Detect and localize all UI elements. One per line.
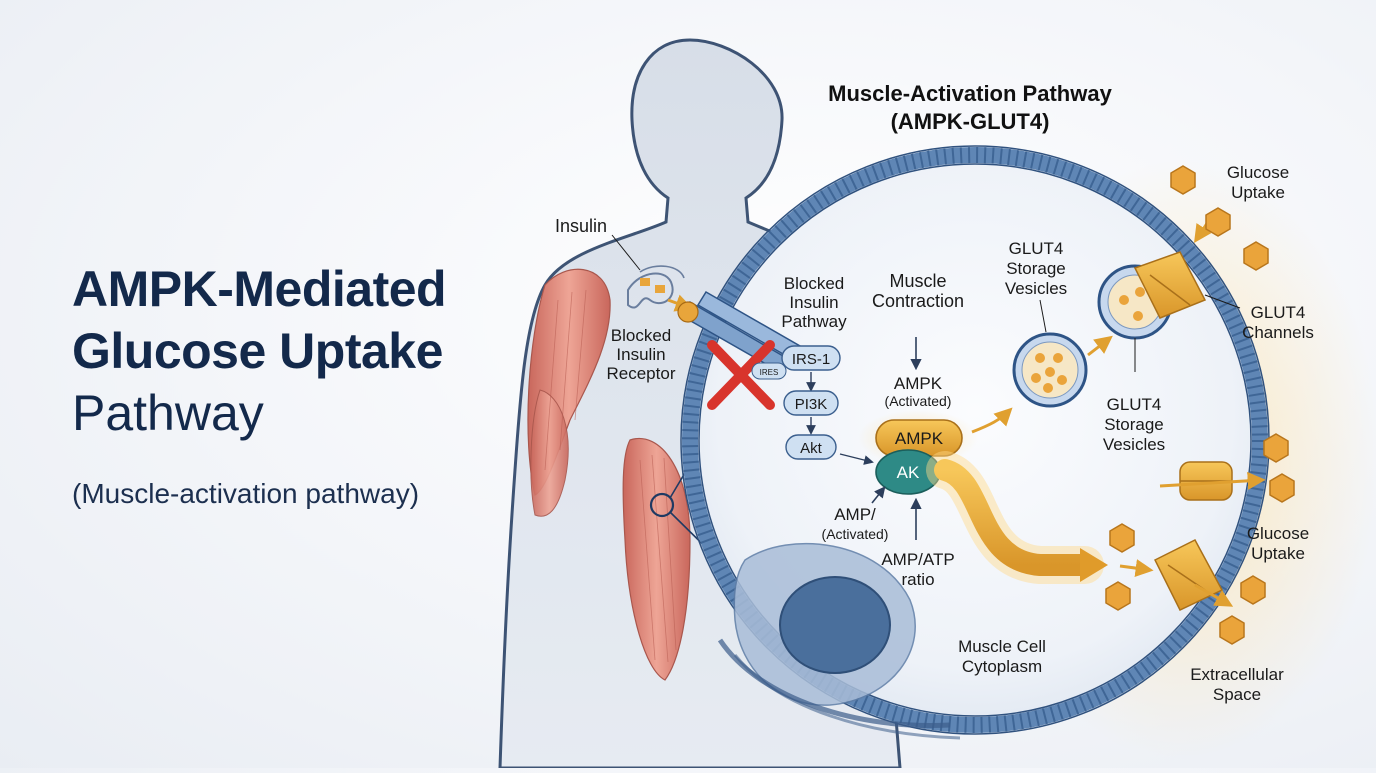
block-x-icon: [707, 340, 775, 410]
ampk-complex: AMPK AK: [858, 410, 978, 495]
ak-label: AK: [897, 463, 920, 482]
glut4-channels-label-2: Channels: [1242, 323, 1314, 342]
zoom-circle: [649, 492, 675, 518]
extracellular-label-1: Extracellular: [1190, 665, 1284, 684]
glut4-storage-mid-1: GLUT4: [1107, 395, 1162, 414]
insulin-label: Insulin: [555, 216, 607, 236]
signaling-chain: IRES IRS-1 PI3K Akt: [751, 345, 874, 465]
blocked-receptor-label-1: Blocked: [611, 326, 671, 345]
akt-pill: [785, 434, 837, 460]
amp-label: AMP/: [834, 505, 876, 524]
cytoplasm-label-1: Muscle Cell: [958, 637, 1046, 656]
header-line-2: (AMPK-GLUT4): [891, 109, 1050, 134]
extracellular-label-2: Space: [1213, 685, 1261, 704]
glucose-uptake-mid-1: Glucose: [1247, 524, 1309, 543]
glut4-channels-label-1: GLUT4: [1251, 303, 1306, 322]
hexagon-icon: [1170, 165, 1196, 195]
amp-atp-label-2: ratio: [901, 570, 934, 589]
glucose-uptake-top-1: Glucose: [1227, 163, 1289, 182]
irs1-label: IRS-1: [792, 351, 830, 368]
title-line-1: AMPK-Mediated: [72, 261, 447, 317]
ampk-activated-sub: (Activated): [885, 393, 952, 409]
akt-label: Akt: [800, 440, 823, 457]
blocked-pathway-label-2: Insulin: [789, 293, 838, 312]
hexagon-icon: [1243, 241, 1269, 271]
amp-sub-label: (Activated): [822, 526, 889, 542]
subtitle: (Muscle-activation pathway): [72, 478, 420, 509]
glucose-uptake-mid-2: Uptake: [1251, 544, 1305, 563]
muscle-contraction-label-1: Muscle: [889, 271, 946, 291]
irs1-pill: [781, 345, 841, 371]
title-line-2: Glucose Uptake: [72, 323, 443, 379]
hexagon-icon: [1105, 581, 1131, 611]
blocked-receptor-label-3: Receptor: [607, 364, 676, 383]
pi3k-pill: [783, 390, 839, 416]
blocked-pathway-label-3: Pathway: [781, 312, 847, 331]
glut4-channel-top: [1133, 251, 1207, 319]
blocked-pathway-label-1: Blocked: [784, 274, 844, 293]
nucleus: [779, 576, 891, 674]
title-line-3: Pathway: [72, 385, 264, 441]
cytoplasm-label-2: Cytoplasm: [962, 657, 1042, 676]
glut4-storage-top-1: GLUT4: [1009, 239, 1064, 258]
glut4-storage-top-3: Vesicles: [1005, 279, 1067, 298]
blocked-receptor-label-2: Insulin: [616, 345, 665, 364]
amp-atp-label-1: AMP/ATP: [881, 550, 954, 569]
hexagon-icon: [1205, 207, 1231, 237]
glut4-storage-top-2: Storage: [1006, 259, 1066, 278]
ampk-flow-arrow: [926, 451, 1108, 584]
hexagon-icon: [1219, 615, 1245, 645]
hexagon-icon: [1109, 523, 1135, 553]
pi3k-label: PI3K: [795, 396, 828, 413]
ires-label: IRES: [760, 368, 779, 377]
glut4-storage-mid-2: Storage: [1104, 415, 1164, 434]
glucose-uptake-top-2: Uptake: [1231, 183, 1285, 202]
hexagon-icon: [1240, 575, 1266, 605]
muscle-contraction-label-2: Contraction: [872, 291, 964, 311]
glut4-storage-mid-3: Vesicles: [1103, 435, 1165, 454]
glut4-vesicle-middle: [1012, 332, 1088, 408]
header-line-1: Muscle-Activation Pathway: [828, 81, 1112, 106]
hexagon-icon: [1269, 473, 1295, 503]
ampk-label: AMPK: [895, 429, 944, 448]
hexagon-icon: [1263, 433, 1289, 463]
title-block: AMPK-Mediated Glucose Uptake Pathway: [72, 258, 532, 444]
ampk-activated-title: AMPK: [894, 374, 943, 393]
